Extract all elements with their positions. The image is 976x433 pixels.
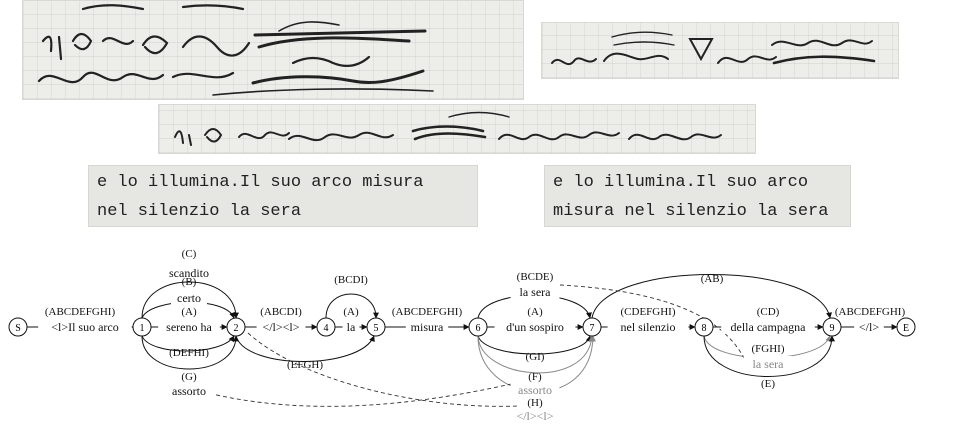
typescript-left: e lo illumina.Il suo arco misura nel sil… [88,165,478,227]
edge-reading-label: assorto [518,383,552,397]
edge-reading-label: scandito [169,266,209,280]
typescript-line: e lo illumina.Il suo arco misura [97,173,424,192]
edge-reading-label: </l> [859,320,879,334]
edge-witness-label: (A) [343,306,359,318]
handwriting-image [174,111,722,146]
transposition-link [559,284,746,361]
manuscript-scan-top-left [22,0,524,100]
edge-witness-label: (CD) [757,306,780,318]
edge-witness-label: (ABCDEFGHI) [45,306,116,318]
edge-witness-label: (G) [181,371,197,383]
graph-edge [141,281,239,319]
edge-label-bg [510,284,560,299]
graph-edge [141,335,235,352]
typescript-line: nel silenzio la sera [97,202,302,221]
edge-label-bg [743,356,793,371]
graph-node [582,317,602,337]
edge-label-bg [854,319,884,334]
graph-node-label: 6 [476,323,481,334]
edge-witness-label: (ABCDEFGHI) [835,306,906,318]
edge-label-bg [494,319,576,334]
handwriting-image [37,4,434,96]
edge-label-bg [161,265,217,280]
graph-edge [703,335,835,377]
edge-witness-label: (DEFHI) [169,347,209,359]
edge-reading-label: certo [177,291,201,305]
edge-reading-label: <l>Il suo arco [51,320,119,334]
edge-witness-label: (BCDE) [517,271,554,283]
graph-node [226,317,246,337]
graph-node-label: 1 [140,323,145,334]
edge-reading-label: la [347,320,356,334]
edge-reading-label: sereno ha [166,320,212,334]
graph-node [366,317,386,337]
graph-node [468,317,488,337]
edge-label-bg [405,319,449,334]
handwriting-image [551,31,876,66]
edge-witness-label: (E) [761,378,775,390]
edge-reading-label: nel silenzio [621,320,676,334]
edge-witness-label: (C) [182,248,197,260]
edge-label-bg [721,319,815,334]
edge-label-bg [342,319,360,334]
graph-edge [477,335,595,374]
graph-edge [325,293,379,319]
edge-label-bg [607,319,689,334]
graph-node-label: E [903,323,909,334]
transposition-link [188,381,521,407]
edge-reading-label: la sera [520,285,552,299]
graph-node [8,317,28,337]
edge-reading-label: la sera [753,357,785,371]
graph-edge [141,335,239,370]
edge-witness-label: (BCDI) [334,274,368,286]
transposition-link [247,332,519,407]
graph-node-label: S [15,323,21,334]
edge-reading-label: </l><l> [262,320,299,334]
edge-reading-label: d'un sospiro [506,320,564,334]
graph-node-label: 7 [590,323,595,334]
graph-node [896,317,916,337]
edge-witness-label: (B) [182,276,197,288]
edge-witness-label: (A) [181,306,197,318]
edge-label-bg [510,382,560,397]
edge-witness-label: (ABCDEFGHI) [392,306,463,318]
typescript-line: misura nel silenzio la sera [553,202,829,221]
edge-label-bg [164,383,214,398]
graph-node [694,317,714,337]
edge-label-bg [256,319,306,334]
edge-witness-label: (H) [527,397,543,409]
edge-reading-label: misura [411,320,444,334]
edge-reading-label: </l><l> [516,409,553,423]
edge-reading-label: della campagna [731,320,807,334]
graph-node-label: 2 [234,323,239,334]
edge-witness-label: (GI) [526,351,545,363]
edge-witness-label: (EFGH) [287,359,323,371]
graph-node-label: 9 [830,323,835,334]
typescript-line: e lo illumina.Il suo arco [553,173,809,192]
edge-witness-label: (FGHI) [752,343,785,355]
edge-label-bg [38,319,132,334]
graph-node [132,317,152,337]
edge-label-bg [158,319,220,334]
graph-edge [477,335,592,355]
variant-graph: <l>Il suo arco (ABCDEFGHI) scandito (C) cert… [8,248,916,423]
graph-edge [235,335,375,362]
graph-node-label: 4 [324,323,329,334]
edge-reading-label: assorto [172,384,206,398]
manuscript-scan-middle [158,104,756,154]
edge-witness-label: (AB) [701,273,724,285]
edge-witness-label: (F) [528,371,542,383]
edge-witness-label: (CDEFGHI) [621,306,676,318]
graph-edge [591,274,833,319]
typescript-right: e lo illumina.Il suo arco misura nel sil… [544,165,851,227]
edge-label-bg [510,408,560,423]
graph-node-label: 5 [374,323,379,334]
graph-node [822,317,842,337]
edge-witness-label: (ABCDI) [260,306,302,318]
graph-node [316,317,336,337]
edge-label-bg [171,290,207,305]
graph-node-label: 8 [702,323,707,334]
edge-witness-label: (A) [527,306,543,318]
manuscript-scan-top-right [541,22,899,79]
